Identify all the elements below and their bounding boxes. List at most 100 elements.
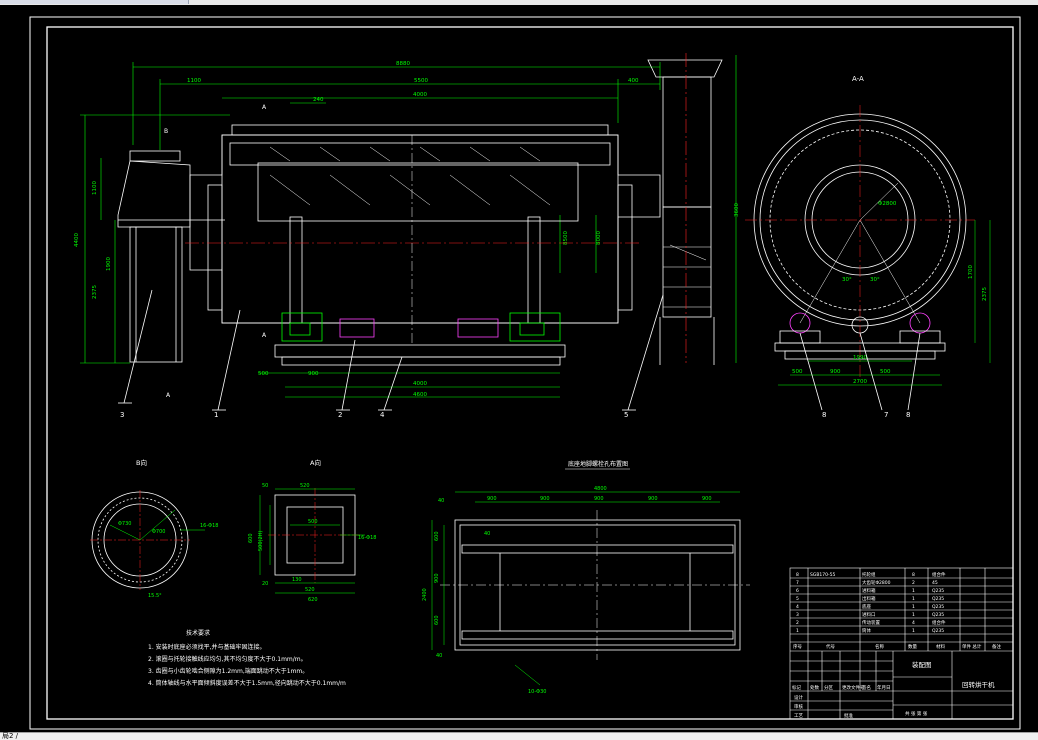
rev-label-mark: 标记 <box>792 684 801 691</box>
toolbar-strip <box>0 0 189 4</box>
view-a-h-inner: 500(2H) <box>258 531 264 551</box>
dim-h-low: 2375 <box>92 285 98 299</box>
cad-drawing-canvas[interactable]: 8880 1100 5500 400 4000 240 4400 1100 19… <box>0 5 1038 732</box>
view-b-holes: 16-Φ18 <box>200 523 218 529</box>
base-plan-title: 底座地脚螺栓孔布置图 <box>568 460 628 468</box>
dim-h-total: 4400 <box>74 233 80 247</box>
dim-top-left: 1100 <box>187 78 201 84</box>
notes-title: 技术要求 <box>186 629 210 637</box>
roller-left <box>281 312 323 342</box>
bom-mat-8: 组合件 <box>932 571 946 578</box>
view-b-d1: Φ730 <box>118 521 131 527</box>
base-dim-seg1: 900 <box>487 496 497 502</box>
bom-header-mat: 材料 <box>936 643 945 650</box>
section-aa-title: A-A <box>852 75 864 83</box>
section-mark-a-top: A <box>262 104 267 111</box>
status-bar: 局2 / <box>0 732 1038 740</box>
bom-name-8: 托轮组 <box>862 571 876 578</box>
drawing-svg: 8880 1100 5500 400 4000 240 4400 1100 19… <box>29 16 1021 730</box>
rev-label-date: 年月日 <box>877 684 891 691</box>
role-process: 工艺 <box>794 713 803 719</box>
discharge-hopper <box>647 59 723 78</box>
view-a-h-left: 600 <box>248 533 254 543</box>
discharge-duct <box>662 76 712 208</box>
view-b: B向 Φ730 Φ700 16-Φ18 15.5° <box>90 458 218 599</box>
balloon-5: 5 <box>624 411 628 419</box>
balloon-1: 1 <box>214 411 218 419</box>
balloon-4: 4 <box>380 411 385 419</box>
bom-qty-8: 8 <box>912 572 915 578</box>
bom-no-2: 2 <box>796 620 799 626</box>
bom-code-8: SGB170-55 <box>810 572 836 578</box>
base-dim-h3: 600 <box>434 615 440 625</box>
bom-name-3: 进料口 <box>862 611 876 618</box>
section-mark-a-bottom: A <box>262 332 267 339</box>
dim-right: 400 <box>628 78 639 84</box>
bom-mat-5: Q235 <box>932 596 944 602</box>
dim-inner1: 8500 <box>563 231 569 245</box>
feed-hopper-top <box>129 150 181 162</box>
dim-small: 240 <box>313 97 324 103</box>
dim-h-mid: 1900 <box>106 257 112 271</box>
bom-no-7: 7 <box>796 580 799 586</box>
note-4: 4. 筒体轴线与水平面倾斜度误差不大于1.5mm,径向跳动不大于0.1mm/m <box>148 679 346 687</box>
title-block-frame <box>789 567 1014 720</box>
bom-header-note: 备注 <box>992 643 1001 650</box>
aa-balloon-8-left: 8 <box>822 411 826 419</box>
bom-mat-1: Q235 <box>932 628 944 634</box>
aa-dim-base1: 1990 <box>853 355 867 361</box>
base-dim-off1: 40 <box>436 653 442 659</box>
rev-label-sign: 签名 <box>862 684 871 691</box>
bom-name-4: 底座 <box>862 603 871 610</box>
rev-label-count: 处数 <box>810 684 819 691</box>
aa-dim-base3: 900 <box>830 369 841 375</box>
title-drawing-name: 回转烘干机 <box>962 680 995 689</box>
section-aa-view: A-A Φ2800 30° 30° 1700 23 <box>745 75 991 419</box>
dim-h-top: 1100 <box>92 181 98 195</box>
technical-notes: 技术要求 1. 安装时底座必须找平,并与基础牢固连接。 2. 滚圈与托轮接触线应… <box>148 629 346 687</box>
bom-name-5: 出料箱 <box>862 595 876 602</box>
bom-header-code: 代号 <box>826 643 835 650</box>
bom-mat-7: 45 <box>932 580 938 586</box>
balloon-3: 3 <box>120 411 124 419</box>
dim-overall: 8880 <box>396 61 410 67</box>
bom-qty-1: 1 <box>912 628 915 634</box>
bom-no-4: 4 <box>796 604 799 610</box>
bom-no-6: 6 <box>796 588 799 594</box>
view-a-holes: 16-Φ18 <box>358 535 376 541</box>
role-approve: 批准 <box>844 712 853 719</box>
dim-base-a: 900 <box>308 371 319 377</box>
bom-mat-4: Q235 <box>932 604 944 610</box>
view-a-w-top: 520 <box>300 483 310 489</box>
dim-drum: 4000 <box>413 92 427 98</box>
base-dim-h1: 600 <box>434 531 440 541</box>
base-bolt-plan: 底座地脚螺栓孔布置图 4800 900 900 900 900 900 2400… <box>422 460 750 695</box>
dim-base-total1: 4000 <box>413 381 427 387</box>
riding-ring-right <box>527 216 541 324</box>
riding-ring-left <box>289 216 303 324</box>
bom-no-5: 5 <box>796 596 799 602</box>
section-mark-b: B <box>164 128 168 135</box>
title-project: 装配图 <box>912 660 932 669</box>
aa-dim-height: 1700 <box>968 265 974 279</box>
dim-base-left: 500 <box>258 371 269 377</box>
bom-header-name: 名称 <box>875 643 884 650</box>
view-a: A向 520 500 600 500(2H) 16-Φ18 130 520 62… <box>248 458 376 603</box>
aa-dim-angle-left: 30° <box>842 277 852 283</box>
inner-frame <box>46 26 1014 720</box>
bom-name-7: 大齿轮Φ2800 <box>862 579 891 586</box>
base-dim-seg5: 900 <box>702 496 712 502</box>
aa-dim-diameter: Φ2800 <box>878 201 897 207</box>
base-dim-top-small: 40 <box>438 498 444 504</box>
base-dim-seg2: 900 <box>540 496 550 502</box>
bom-qty-5: 1 <box>912 596 915 602</box>
base-dim-seg4: 900 <box>648 496 658 502</box>
bom-mat-2: 组合件 <box>932 619 946 626</box>
base-dim-h2: 900 <box>434 573 440 583</box>
bom-table: 8 SGB170-55 托轮组 8 组合件 7 大齿轮Φ2800 2 45 6 … <box>792 571 1001 719</box>
view-b-angle: 15.5° <box>148 593 162 599</box>
bom-mat-3: Q235 <box>932 612 944 618</box>
role-design: 设计 <box>794 694 803 701</box>
view-a-left-small: 20 <box>262 581 268 587</box>
note-2: 2. 滚圈与托轮接触线应均匀,其不均匀度不大于0.1mm/m。 <box>148 655 307 663</box>
